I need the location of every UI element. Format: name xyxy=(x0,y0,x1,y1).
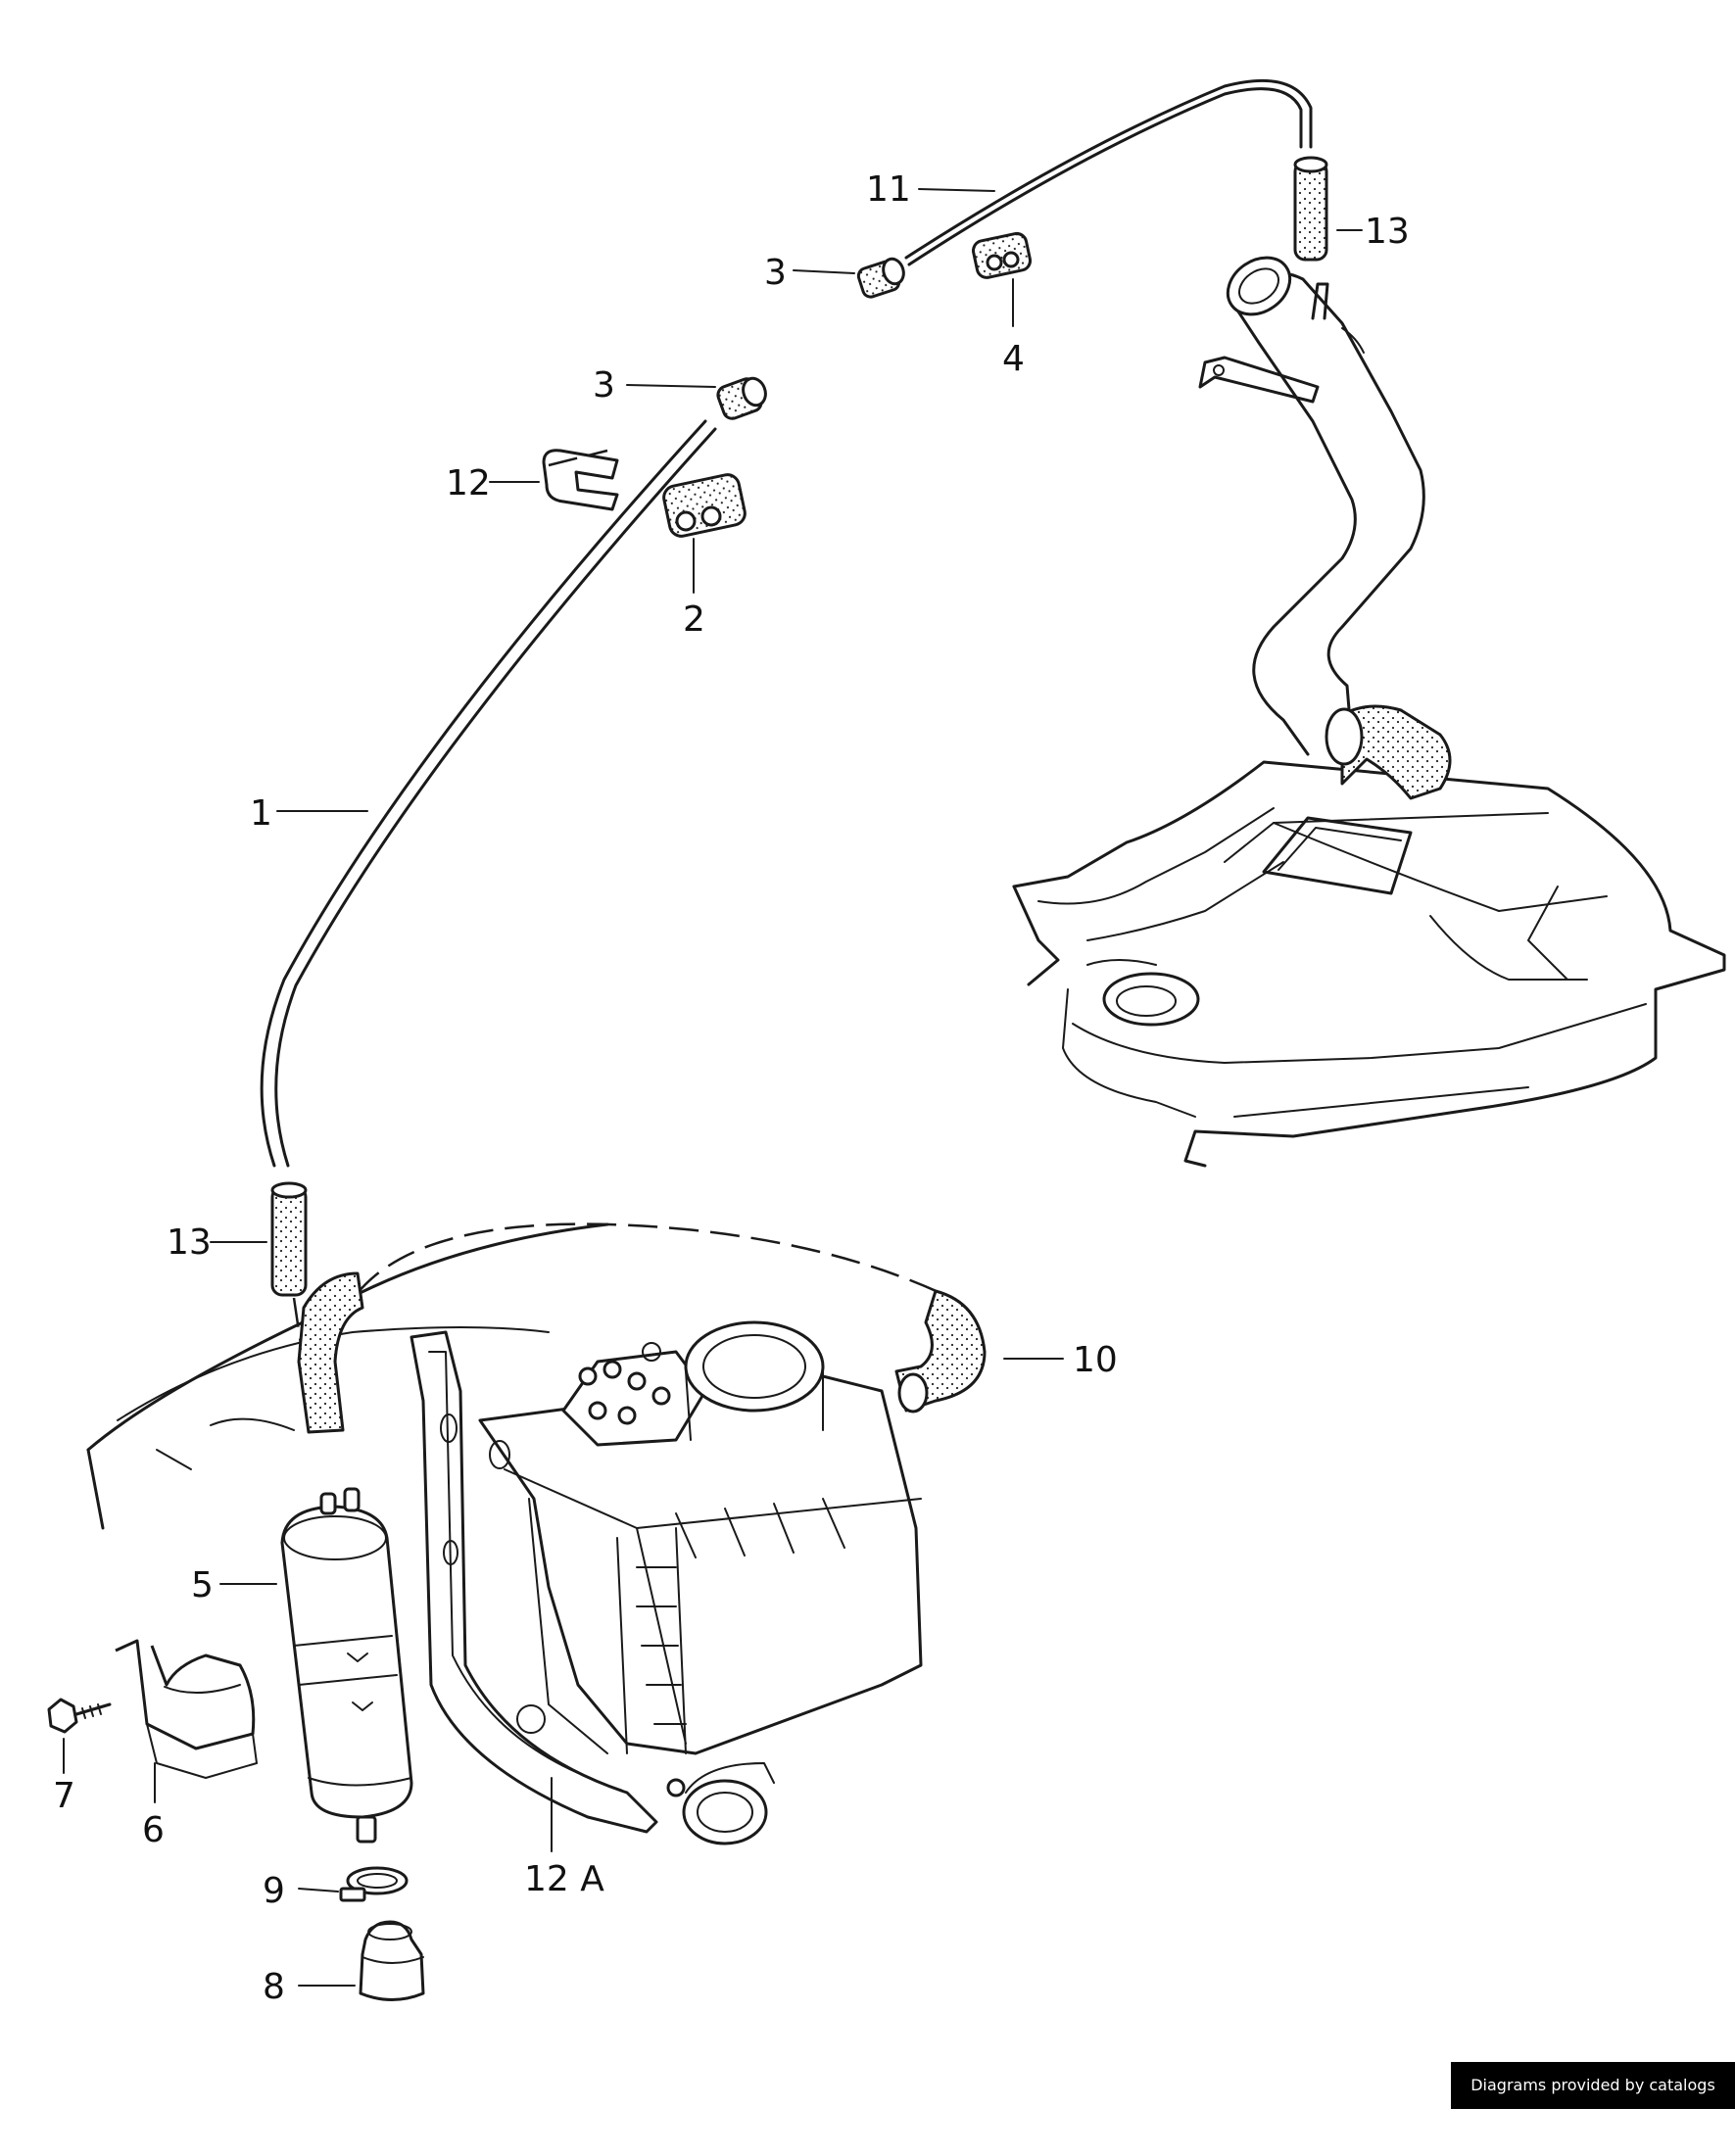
credit-banner: Diagrams provided by catalogs parts xyxy=(1451,2062,1735,2141)
grommet-3-top xyxy=(856,257,905,299)
filler-neck xyxy=(1198,256,1452,800)
callout-4: 4 xyxy=(1002,339,1025,379)
dashed-assembly-line-2 xyxy=(357,1222,941,1295)
hose-clamp-9 xyxy=(339,1866,409,1902)
callout-12: 12 xyxy=(446,463,491,503)
callout-3-mid: 3 xyxy=(593,365,615,406)
screw-7 xyxy=(47,1698,112,1734)
callout-13-left: 13 xyxy=(167,1222,212,1263)
hose-13-top xyxy=(1293,156,1328,262)
vent-line-1 xyxy=(260,419,707,1168)
callouts: 11 13 3 4 3 12 2 1 13 10 5 7 6 9 8 12 A xyxy=(53,169,1410,2007)
callout-10: 10 xyxy=(1073,1340,1118,1380)
throttle-body-housing xyxy=(478,1320,923,1845)
callout-13-top: 13 xyxy=(1365,212,1410,252)
leader-lines xyxy=(63,188,1363,1987)
clip-4 xyxy=(972,231,1032,279)
vent-line-11 xyxy=(904,78,1313,260)
hose-13-left xyxy=(270,1181,308,1297)
callout-11: 11 xyxy=(866,169,911,210)
bracket-6 xyxy=(115,1639,258,1779)
callout-1: 1 xyxy=(250,793,272,834)
charcoal-canister-5 xyxy=(280,1487,413,1844)
dashed-assembly-line-3 xyxy=(548,449,608,467)
vent-line-11-inner xyxy=(907,87,1303,266)
cap-8 xyxy=(359,1920,425,2001)
callout-7: 7 xyxy=(53,1776,75,1816)
hose-10 xyxy=(297,1271,987,1434)
callout-9: 9 xyxy=(263,1871,285,1911)
fuel-tank-assembly xyxy=(1012,760,1726,1168)
clip-2 xyxy=(662,473,747,538)
bracket-12a xyxy=(410,1330,658,1834)
vent-line-1-inner xyxy=(274,427,717,1168)
callout-8: 8 xyxy=(263,1967,285,2007)
exploded-parts-diagram: 11 13 3 4 3 12 2 1 13 10 5 7 6 9 8 12 A xyxy=(47,78,1726,2007)
clip-12 xyxy=(542,449,619,511)
grommet-3-mid xyxy=(716,376,767,420)
callout-3-top: 3 xyxy=(764,253,787,293)
callout-2: 2 xyxy=(683,599,705,640)
callout-5: 5 xyxy=(191,1565,214,1605)
callout-6: 6 xyxy=(142,1810,165,1850)
callout-12a: 12 A xyxy=(524,1859,604,1899)
